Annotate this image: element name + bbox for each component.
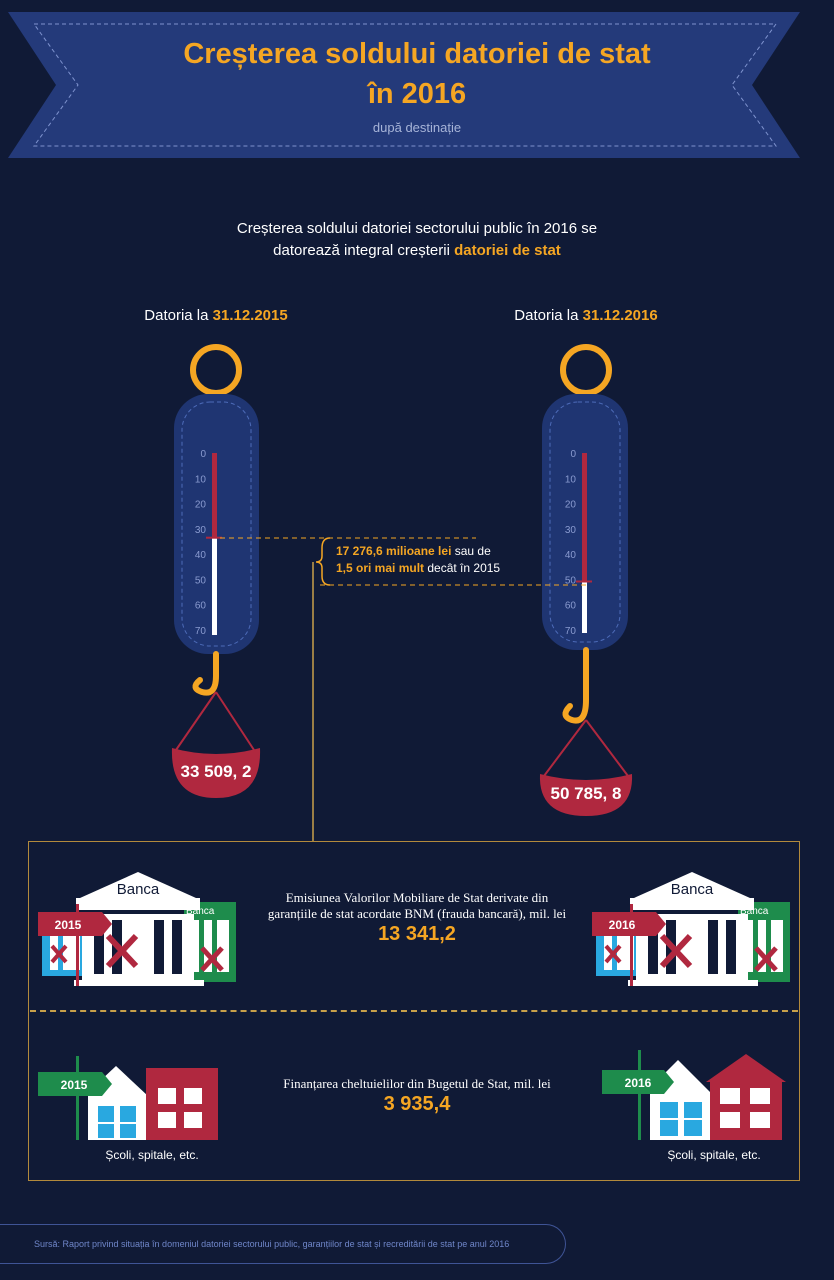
scale-level-marker: [206, 536, 222, 539]
breakdown-box: [28, 841, 800, 1181]
scale-tick-label: 10: [565, 474, 577, 485]
scale-hook-icon: [562, 647, 589, 724]
scale-tick-label: 60: [565, 601, 577, 612]
scale-ticks: 0 10 20 30 40 50 60 70: [195, 449, 207, 637]
year-flag: [602, 1070, 674, 1094]
scale-tick-label: 70: [195, 626, 207, 637]
breakdown-divider: [30, 1010, 798, 1012]
scale-level-bar: [212, 453, 217, 538]
row-bnm-text: Emisiunea Valorilor Mobiliare de Stat de…: [267, 890, 567, 945]
scale-tick-label: 50: [195, 575, 207, 586]
scale-tick-label: 30: [565, 525, 577, 536]
scale-tick-label: 30: [195, 525, 207, 536]
scale-tick-label: 70: [565, 626, 577, 637]
scale-tick-label: 0: [200, 449, 206, 460]
scale-2016: 0 10 20 30 40 50 60 70: [539, 344, 633, 816]
x-mark-icon: [604, 944, 622, 964]
scale-label-2016: Datoria la 31.12.2016: [514, 307, 658, 324]
scale-tick-label: 40: [195, 550, 207, 561]
bank-label: Banca: [671, 881, 714, 898]
scale-ring-icon: [560, 344, 612, 396]
year-flag: [38, 912, 112, 936]
x-mark-icon: [754, 946, 778, 972]
title-banner: [8, 12, 800, 158]
svg-text:2015: 2015: [61, 1078, 88, 1092]
buildings-caption-2016: Școli, spitale, etc.: [667, 1148, 761, 1162]
x-mark-icon: [200, 946, 224, 972]
source-note: Sursă: Raport privind situația în domeni…: [0, 1224, 566, 1264]
difference-connector: [220, 537, 586, 841]
scale-tick-label: 60: [195, 601, 207, 612]
svg-text:2015: 2015: [55, 918, 82, 932]
scale-tick-label: 20: [565, 500, 577, 511]
scale-tick-label: 10: [195, 474, 207, 485]
scale-label-2015: Datoria la 31.12.2015: [144, 307, 288, 324]
scale-level-marker: [576, 580, 592, 583]
scale-hook-icon: [192, 651, 219, 696]
bank-illustration-2015: Banca Banca 2015: [38, 872, 236, 986]
row-budget-text: Finanțarea cheltuielilor din Bugetul de …: [283, 1076, 551, 1115]
bank-side-label: Banca: [740, 906, 769, 917]
svg-text:2016: 2016: [609, 918, 636, 932]
buildings-illustration-2016: 2016: [602, 1050, 786, 1140]
difference-callout: 17 276,6 milioane lei sau de 1,5 ori mai…: [336, 544, 501, 575]
brace-icon: [315, 537, 331, 586]
scale-level-bar: [582, 453, 587, 582]
page-title: Creșterea soldului datoriei de stat în 2…: [183, 38, 651, 110]
bank-illustration-2016: Banca Banca 2016: [592, 872, 790, 986]
scale-tick-label: 40: [565, 550, 577, 561]
x-mark-icon: [659, 933, 693, 969]
year-flag: [592, 912, 666, 936]
scale-2015: 0 10 20 30 40 50 60 70: [171, 344, 261, 798]
scale-ring-icon: [190, 344, 242, 396]
bank-side-label: Banca: [186, 906, 215, 917]
year-flag: [38, 1072, 112, 1096]
weight-value-2015: 33 509, 2: [180, 762, 252, 781]
intro-text: Creșterea soldului datoriei sectorului p…: [236, 220, 598, 259]
scale-tick-label: 0: [570, 449, 576, 460]
x-mark-icon: [50, 944, 68, 964]
weight-value-2016: 50 785, 8: [550, 784, 622, 803]
svg-text:2016: 2016: [625, 1076, 652, 1090]
bank-label: Banca: [117, 881, 160, 898]
scale-pan-icon: [539, 774, 633, 816]
scale-pan-icon: [171, 748, 261, 798]
buildings-caption-2015: Școli, spitale, etc.: [105, 1148, 199, 1162]
page-subtitle: după destinație: [372, 120, 462, 135]
x-mark-icon: [105, 933, 139, 969]
scale-ticks: 0 10 20 30 40 50 60 70: [565, 449, 577, 637]
scale-tick-label: 20: [195, 500, 207, 511]
scale-tick-label: 50: [565, 575, 577, 586]
buildings-illustration-2015: 2015: [38, 1056, 218, 1140]
